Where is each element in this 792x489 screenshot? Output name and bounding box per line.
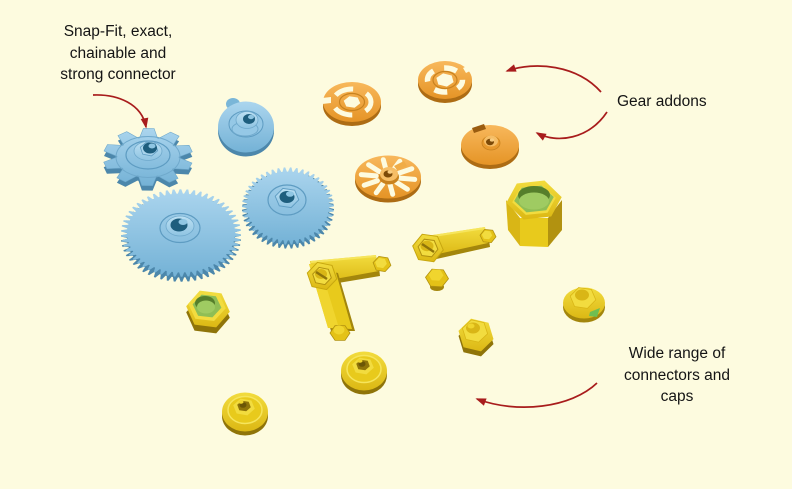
marked-cap: [563, 287, 605, 323]
slotted-ring-addon: [322, 82, 381, 126]
connectors-label-line: connectors and: [624, 366, 730, 384]
gear-with-pin: [218, 98, 274, 157]
snap-fit-label-line: Snap-Fit, exact,: [63, 23, 173, 40]
snap-fit-arrow: [92, 94, 149, 129]
hex-nut: [458, 318, 494, 357]
snap-fit-gear: [103, 128, 193, 191]
hub-disc-addon: [461, 124, 519, 169]
connectors-label-line: caps: [660, 388, 694, 405]
hex-socket-large: [506, 180, 562, 247]
connectors-label-line: Wide range of: [628, 345, 726, 362]
radial-slot-addon: [355, 155, 421, 203]
elbow-connector-right: [412, 227, 497, 291]
round-cap-center: [341, 351, 387, 395]
connectors-label: Wide range of connectors and caps: [597, 343, 757, 408]
connectors-arrow: [475, 382, 598, 408]
snap-fit-label-line: strong connector: [60, 66, 176, 83]
snap-fit-label: Snap-Fit, exact, chainable and strong co…: [33, 21, 203, 86]
large-gear: [121, 189, 241, 282]
hex-slot-ring-addon: [418, 61, 474, 103]
gear-addons-arrow-top: [505, 64, 602, 93]
snap-fit-label-line: chainable and: [69, 44, 167, 62]
medium-gear: [242, 167, 334, 249]
elbow-connector-left: [306, 255, 392, 341]
round-cap-left: [222, 392, 268, 436]
gear-addons-label: Gear addons: [617, 93, 707, 110]
hex-socket-small: [186, 290, 230, 334]
gear-addons-arrow-bottom: [535, 111, 608, 141]
